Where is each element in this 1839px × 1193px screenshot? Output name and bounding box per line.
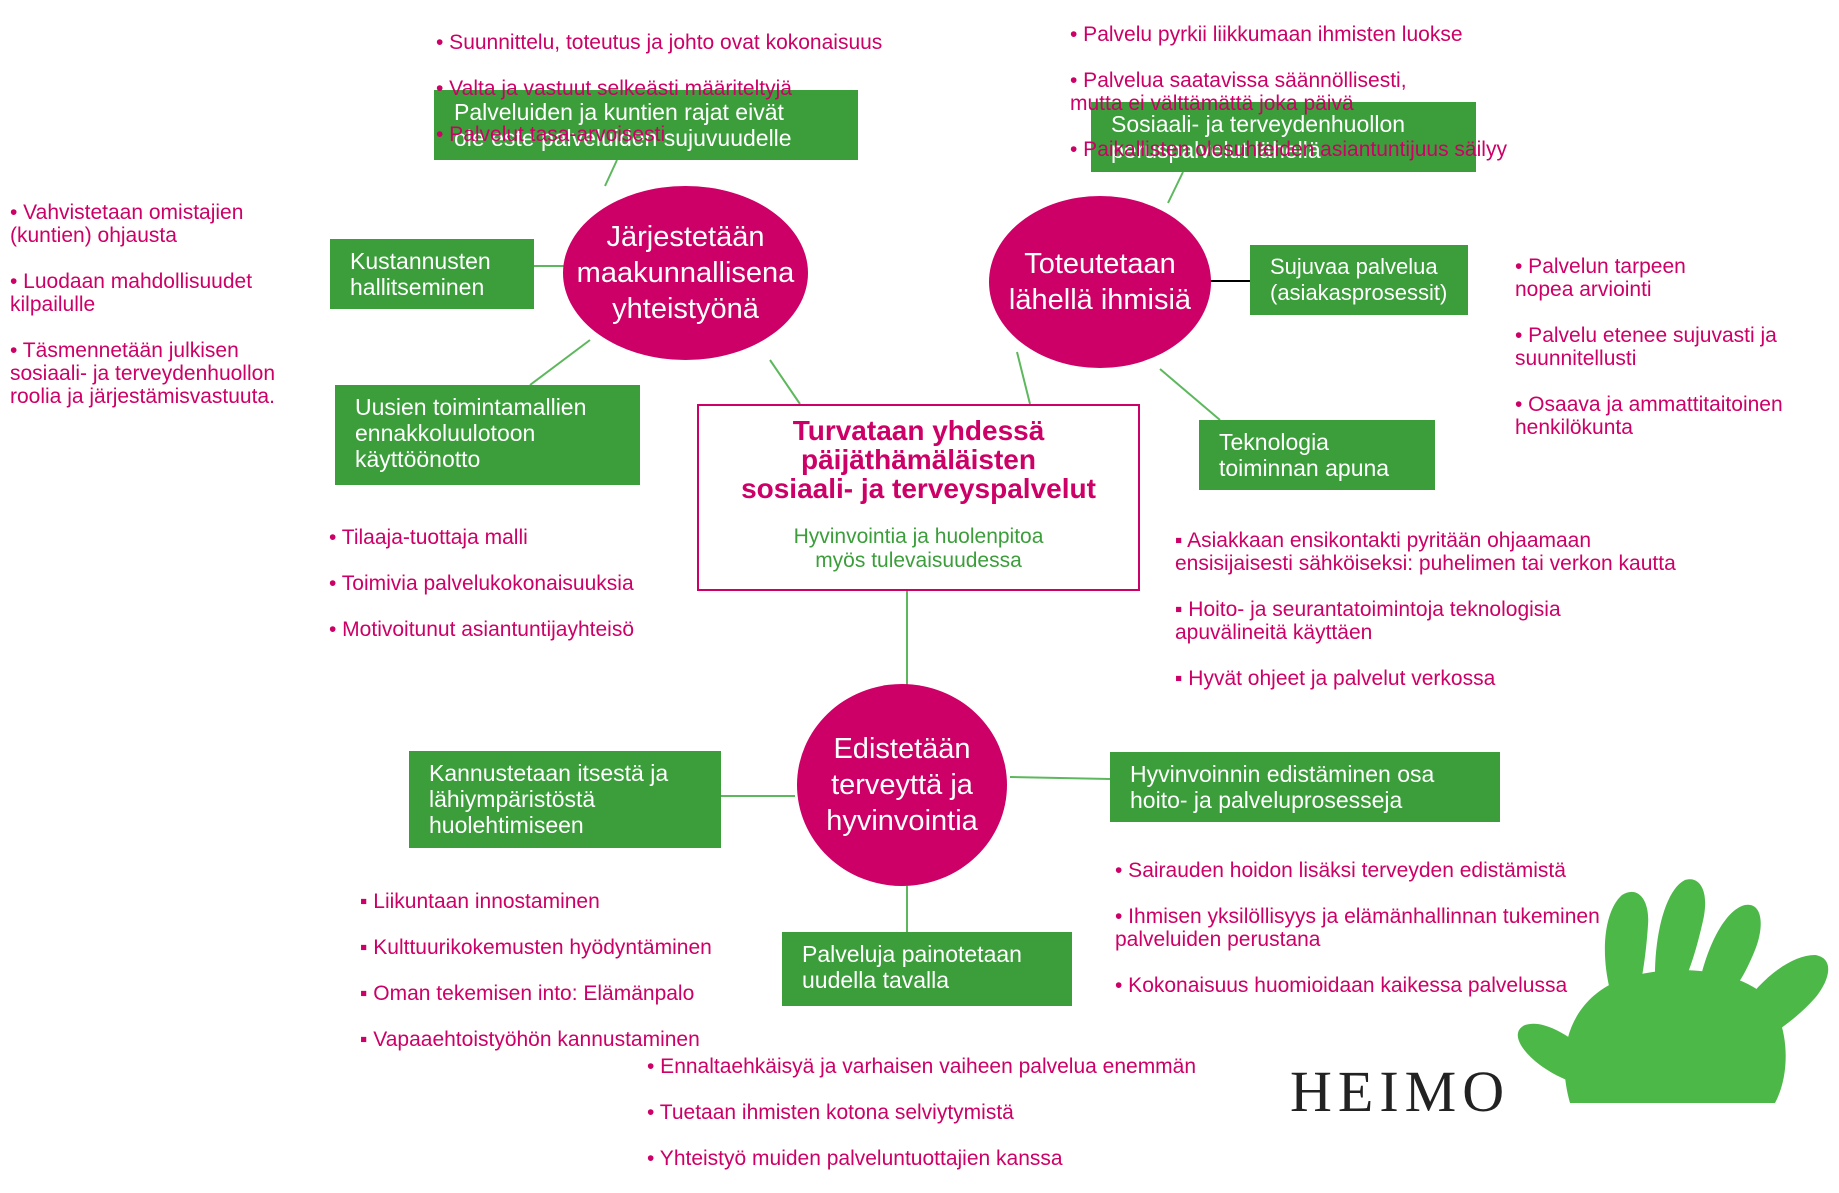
bullet-item: • Kokonaisuus huomioidaan kaikessa palve… [1115,974,1568,997]
bullet-item: • Palvelu etenee sujuvasti ja suunnitell… [1515,324,1777,370]
bullet-item: • Suunnittelu, toteutus ja johto ovat ko… [436,31,883,54]
bullet-item: ▪ Hoito- ja seurantatoimintoja teknologi… [1175,598,1561,644]
logo-wordmark: HEIMO [1290,1059,1511,1124]
bullet-item: • Ennaltaehkäisyä ja varhaisen vaiheen p… [647,1055,1197,1078]
bullets-right: • Palvelun tarpeen nopea arviointi • Pal… [1515,232,1783,462]
line-regional-center [769,359,801,405]
bullet-item: • Palvelut tasa-arvoisesti [436,123,666,146]
bullet-item: ▪ Hyvät ohjeet ja palvelut verkossa [1175,667,1496,690]
box-borders: Palveluiden ja kuntien rajat eivät ole e… [434,90,858,160]
hand-print-icon [1517,879,1829,1103]
bullets-emphasis: • Ennaltaehkäisyä ja varhaisen vaiheen p… [647,1032,1196,1193]
bullet-item: • Tilaaja-tuottaja malli [329,526,528,549]
bullet-item: • Yhteistyö muiden palveluntuottajien ka… [647,1147,1063,1170]
box-tech: Teknologia toiminnan apuna [1199,420,1435,490]
hub-health: Edistetään terveyttä ja hyvinvointia [797,684,1007,886]
center-subtitle: Hyvinvointia ja huolenpitoa myös tulevai… [793,525,1044,572]
hub-regional: Järjestetään maakunnallisena yhteistyönä [563,186,808,360]
bullets-top-right: • Palvelu pyrkii liikkumaan ihmisten luo… [1070,0,1507,184]
bullet-item: • Vahvistetaan omistajien (kuntien) ohja… [10,201,244,247]
center-box: Turvataan yhdessä päijäthämäläisten sosi… [697,404,1140,591]
bullet-item: • Sairauden hoidon lisäksi terveyden edi… [1115,859,1566,882]
line-models [529,339,591,386]
hub-near: Toteutetaan lähellä ihmisiä [989,196,1211,368]
line-near-center [1016,351,1031,405]
bullets-left: • Vahvistetaan omistajien (kuntien) ohja… [10,178,275,431]
bullets-tech: ▪ Asiakkaan ensikontakti pyritään ohjaam… [1175,506,1676,713]
bullet-item: ▪ Kulttuurikokemusten hyödyntäminen [360,936,712,959]
box-basic: Sosiaali- ja terveydenhuollon peruspalve… [1091,102,1476,172]
bullet-item: • Luodaan mahdollisuudet kilpailulle [10,270,253,316]
bullet-item: • Toimivia palvelukokonaisuuksia [329,572,634,595]
bullet-item: • Palvelua saatavissa säännöllisesti, mu… [1070,69,1407,115]
bullet-item: ▪ Liikuntaan innostaminen [360,890,600,913]
bullet-item: • Osaava ja ammattitaitoinen henkilökunt… [1515,393,1783,439]
bullet-item: ▪ Asiakkaan ensikontakti pyritään ohjaam… [1175,529,1676,575]
bullets-models: • Tilaaja-tuottaja malli • Toimivia palv… [329,503,634,664]
line-tech [1159,368,1221,421]
box-selfcare: Kannustetaan itsestä ja lähiympäristöstä… [409,751,721,848]
center-title: Turvataan yhdessä päijäthämäläisten sosi… [741,415,1096,504]
bullets-top-center: • Suunnittelu, toteutus ja johto ovat ko… [436,8,882,169]
bullet-item: • Motivoitunut asiantuntijayhteisö [329,618,635,641]
box-promotion: Hyvinvoinnin edistäminen osa hoito- ja p… [1110,752,1500,822]
box-smooth: Sujuvaa palvelua (asiakasprosessit) [1250,245,1468,315]
bullet-item: • Tuetaan ihmisten kotona selviytymistä [647,1101,1014,1124]
bullets-selfcare: ▪ Liikuntaan innostaminen ▪ Kulttuurikok… [360,867,712,1074]
line-basic [1167,171,1184,204]
bullet-item: • Palvelun tarpeen nopea arviointi [1515,255,1686,301]
line-promotion [1009,776,1111,780]
bullet-item: • Valta ja vastuut selkeästi määriteltyj… [436,77,792,100]
box-costs: Kustannusten hallitseminen [330,239,534,309]
bullet-item: ▪ Vapaaehtoistyöhön kannustaminen [360,1028,700,1051]
connector-lines [529,159,1250,932]
line-borders [604,159,618,187]
box-models: Uusien toimintamallien ennakkoluulotoon … [335,385,640,485]
bullet-item: • Palvelu pyrkii liikkumaan ihmisten luo… [1070,23,1463,46]
bullet-item: • Paikallisten olosuhteiden asiantuntiju… [1070,138,1507,161]
bullet-item: • Täsmennetään julkisen sosiaali- ja ter… [10,339,275,408]
bullet-item: • Ihmisen yksilöllisyys ja elämänhallinn… [1115,905,1600,951]
box-emphasis: Palveluja painotetaan uudella tavalla [782,932,1072,1006]
bullet-item: ▪ Oman tekemisen into: Elämänpalo [360,982,695,1005]
bullets-promotion: • Sairauden hoidon lisäksi terveyden edi… [1115,836,1600,1020]
